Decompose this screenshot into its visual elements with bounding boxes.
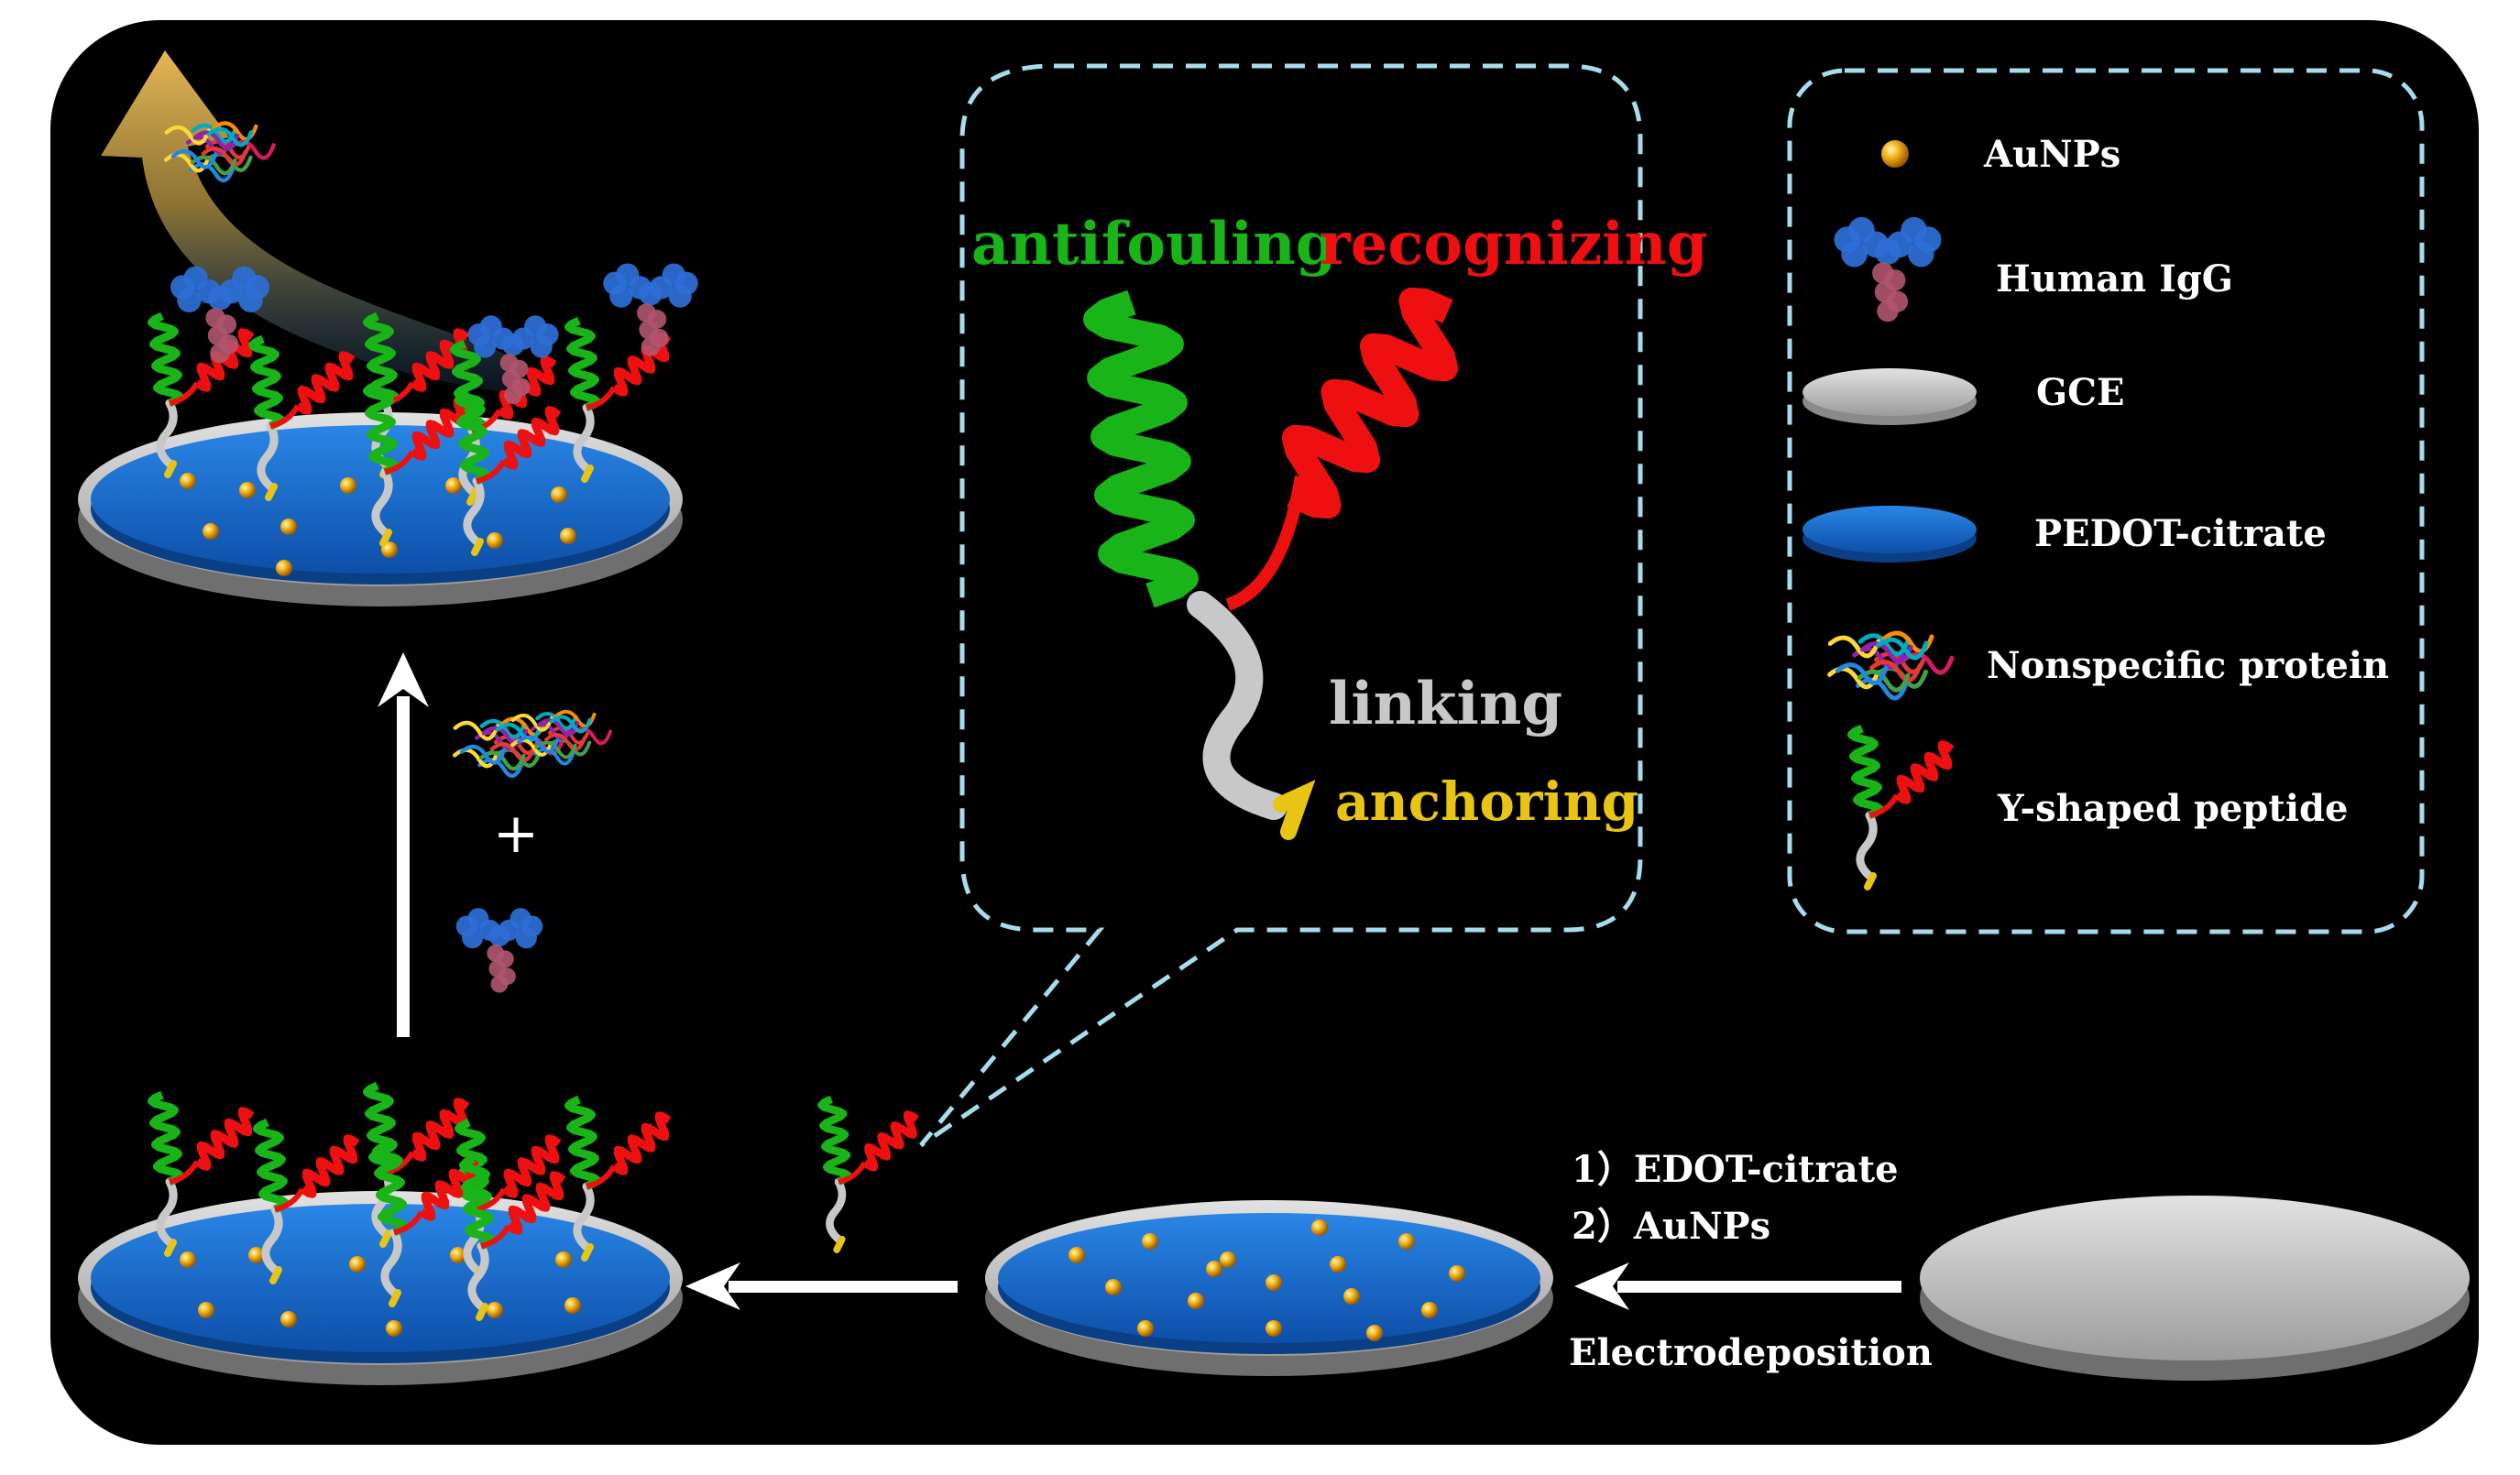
aunp-dot (551, 486, 567, 503)
aunp-dot (1068, 1247, 1085, 1263)
nonspecific-protein-icon (1827, 630, 1955, 701)
released-nonspecific-protein-icon (163, 121, 276, 182)
aunp-dot (280, 1311, 297, 1328)
aunp-dot (487, 1302, 503, 1318)
aunp-dot (1421, 1302, 1438, 1318)
human-igg-icon (603, 263, 698, 356)
arrow-to-modified-electrode (1574, 1262, 1901, 1310)
electrodeposition-label: Electrodeposition (1569, 1331, 1933, 1374)
aunp-dot (239, 482, 256, 498)
igg-layer (170, 263, 698, 405)
aunp-dot (1366, 1325, 1383, 1341)
legend-label-pedot-citrate: PEDOT-citrate (2034, 512, 2327, 555)
y-shaped-peptide-icon (1847, 724, 1955, 890)
human-igg-icon (170, 266, 269, 364)
aunp-dot (1449, 1265, 1465, 1282)
legend-icons (1802, 140, 1977, 890)
y-shaped-peptide-icon (817, 1095, 919, 1253)
aunp-dot (1105, 1279, 1122, 1295)
aunp-dot (386, 1320, 402, 1337)
y-shaped-peptide-icon (455, 389, 562, 556)
aunp-dot (450, 1247, 466, 1263)
aunp-dot (198, 1302, 214, 1318)
legend-label-nonspecific-protein: Nonspecific protein (1987, 644, 2389, 687)
linking-label: linking (1329, 670, 1562, 738)
aunp-dot (560, 528, 576, 544)
y-shaped-peptide-icon (148, 1090, 255, 1257)
pedot-citrate-icon (1802, 506, 1977, 563)
aunp-dot (1881, 140, 1909, 168)
y-shaped-peptide-icon (459, 1154, 566, 1321)
antifouling-label: antifouling (971, 210, 1337, 279)
aunp-dot (203, 523, 219, 540)
legend-label-aunps: AuNPs (1983, 133, 2120, 176)
step-edot-citrate: 1）EDOT-citrate (1572, 1148, 1899, 1191)
human-igg-icon (467, 315, 559, 405)
y-shaped-peptide-icon (253, 1118, 360, 1284)
arrow-to-peptide-electrode (685, 1262, 958, 1310)
y-shaped-peptide-icon (248, 334, 356, 501)
aunp-dot (1206, 1261, 1222, 1277)
aunp-dot (1137, 1320, 1154, 1337)
aunp-dot (1330, 1256, 1346, 1273)
aunp-dot (1220, 1251, 1236, 1268)
recognizing-label: recognizing (1320, 210, 1708, 279)
aunp-dot (280, 519, 297, 535)
y-shaped-peptide-icon (564, 1095, 672, 1262)
peptide-callout (919, 63, 1643, 1148)
up-arrow (378, 652, 429, 1037)
aunp-dot (276, 560, 292, 576)
aunp-dot (1311, 1219, 1328, 1236)
aunp-dot (564, 1297, 581, 1314)
aunp-dot (445, 477, 462, 494)
aunp-dot (1265, 1320, 1282, 1337)
pedot-electrode (78, 1191, 683, 1385)
aunp-dot (1142, 1233, 1158, 1250)
reagent-nonspecific-protein-icon (452, 709, 612, 778)
aunp-dot (1265, 1274, 1282, 1291)
legend-label-y-shaped-peptide: Y-shaped peptide (1997, 787, 2348, 830)
human-igg-icon (455, 908, 543, 993)
reagent-human-igg-icon (455, 908, 543, 993)
aunp-dot (248, 1247, 265, 1263)
legend-labels: AuNPs Human IgG GCE PEDOT-citrate Nonspe… (1983, 133, 2389, 830)
aunp-dot (555, 1251, 572, 1268)
aunp-dot (1343, 1288, 1360, 1305)
plus-sign: + (493, 802, 539, 866)
aunp-dot (340, 477, 356, 494)
electrodes-layer (78, 412, 2470, 1385)
y-shaped-peptide-icon (148, 311, 255, 478)
gce-electrode (1920, 1196, 2470, 1381)
y-shaped-peptide-icon (564, 316, 672, 483)
anchoring-label: anchoring (1335, 770, 1638, 833)
aunp-dot (349, 1256, 366, 1273)
legend-label-gce: GCE (2036, 371, 2124, 414)
nonspecific-protein-icon (510, 709, 612, 766)
aunp-dot (1398, 1233, 1415, 1250)
aunp-dot (180, 1251, 196, 1268)
step-aunps: 2）AuNPs (1572, 1205, 1770, 1248)
peptides-layer (148, 311, 919, 1321)
aunp-dot (180, 473, 196, 489)
nonspecific-protein-icon (163, 121, 276, 182)
aunp-dot (487, 532, 503, 549)
gce-icon (1802, 368, 1977, 425)
legend-label-human-igg: Human IgG (1996, 257, 2233, 300)
human-igg-icon (1834, 216, 1942, 322)
y-shaped-peptide-detail-icon (1083, 287, 1459, 840)
aunp-dot (1188, 1293, 1204, 1309)
